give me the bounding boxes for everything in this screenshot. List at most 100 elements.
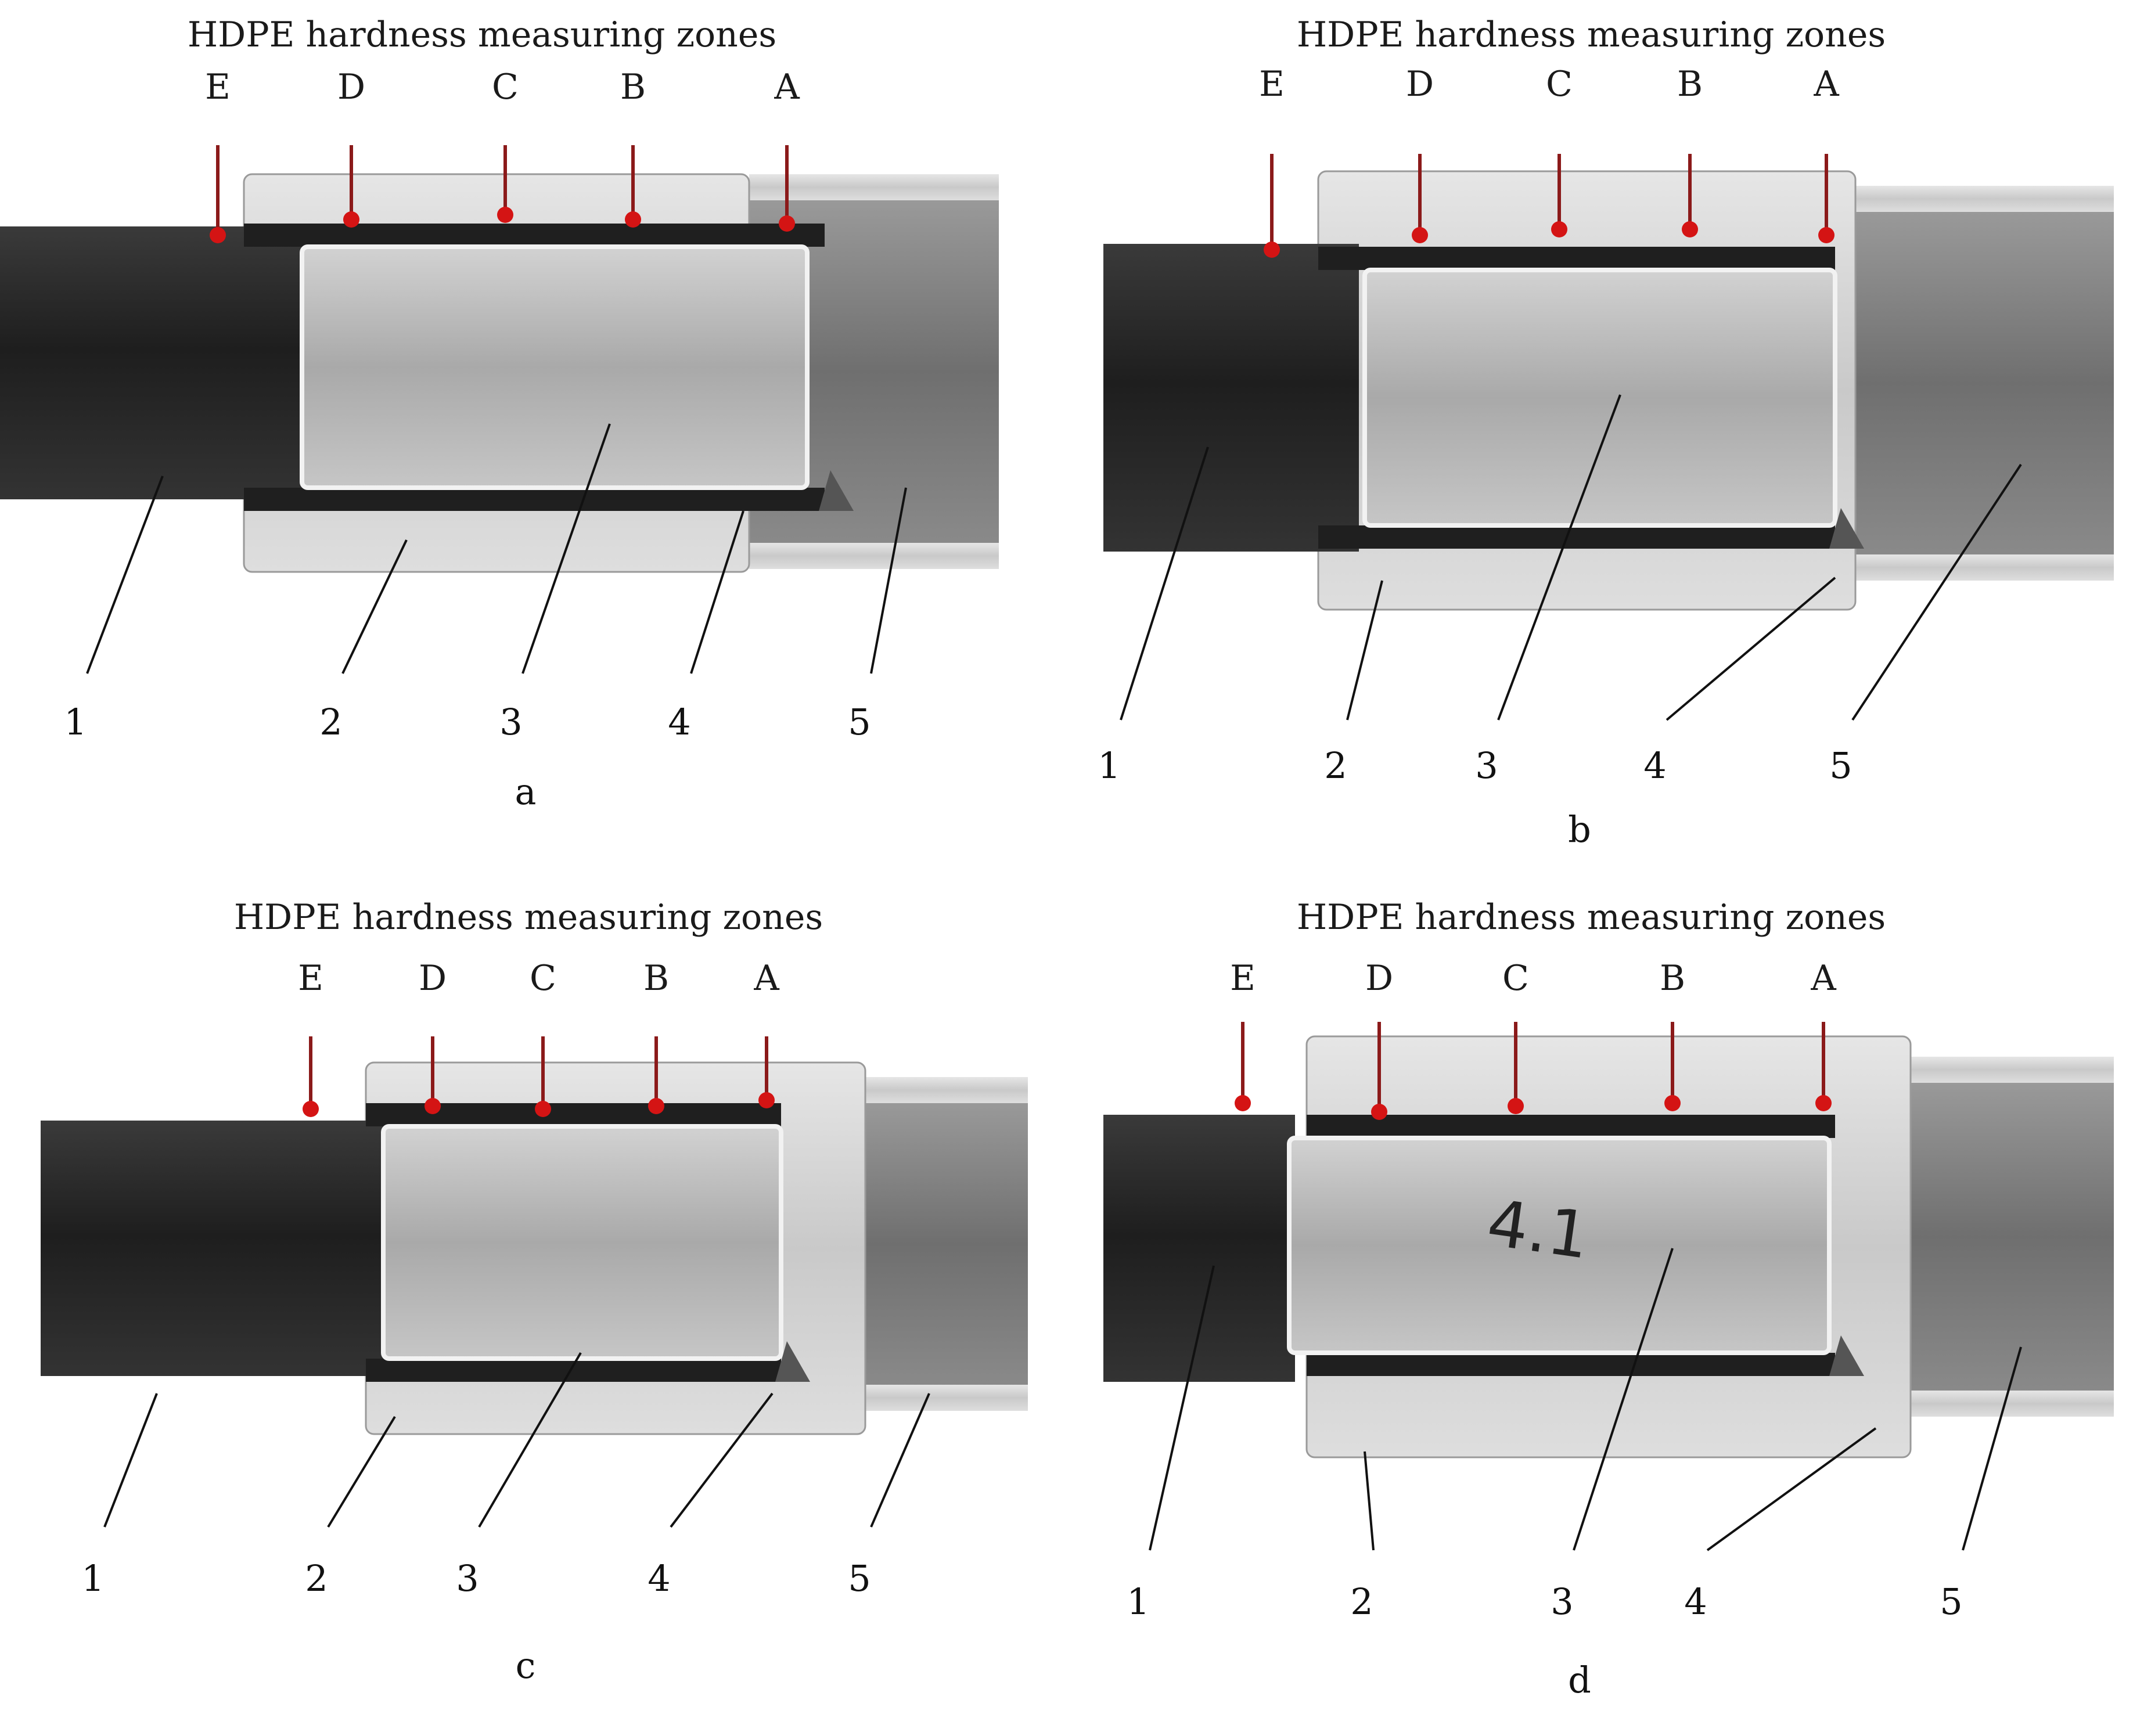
part-number-5: 5 xyxy=(848,1557,871,1600)
leader-line-5 xyxy=(870,1393,930,1528)
part-number-3: 3 xyxy=(1551,1580,1573,1623)
zone-label-C: C xyxy=(530,958,556,999)
leader-line-5 xyxy=(870,487,907,674)
rod-top-strip xyxy=(749,174,999,200)
insert xyxy=(300,244,810,490)
zone-marker-dot-D xyxy=(425,1098,441,1114)
insert xyxy=(1287,1136,1832,1355)
cross-section-image: 4.1 xyxy=(1103,1035,2114,1458)
panel-caption: d xyxy=(1568,1659,1591,1701)
rod-bottom-strip xyxy=(1841,554,2114,581)
zone-label-E: E xyxy=(1230,958,1256,999)
wedge-ring xyxy=(775,1341,810,1382)
leader-line-1 xyxy=(103,1393,158,1528)
rod-top-strip xyxy=(1841,186,2114,212)
panel-title: HDPE hardness measuring zones xyxy=(234,897,823,938)
part-number-1: 1 xyxy=(1098,744,1120,787)
zone-label-A: A xyxy=(1810,958,1836,999)
leader-line-1 xyxy=(1120,446,1209,721)
cross-section-image xyxy=(0,173,999,573)
leader-line-2 xyxy=(341,539,408,674)
zone-marker-dot-A xyxy=(1815,1095,1832,1111)
hdpe-layer-bottom xyxy=(366,1359,781,1382)
zone-label-C: C xyxy=(492,67,519,107)
leader-line-4 xyxy=(1666,577,1836,721)
part-number-3: 3 xyxy=(456,1557,479,1600)
part-number-2: 2 xyxy=(1350,1580,1373,1623)
connector-rod xyxy=(1841,209,2114,557)
zone-marker-dot-B xyxy=(648,1098,664,1114)
hdpe-layer-top xyxy=(1318,247,1835,270)
zone-label-B: B xyxy=(643,958,669,999)
leader-line-4 xyxy=(690,510,744,674)
zone-label-D: D xyxy=(1406,64,1434,105)
wedge-ring xyxy=(819,470,854,511)
zone-label-E: E xyxy=(205,67,231,107)
leader-line-1 xyxy=(1149,1265,1215,1551)
zone-label-A: A xyxy=(774,67,800,107)
part-number-4: 4 xyxy=(648,1557,670,1600)
leader-line-3 xyxy=(1573,1248,1674,1551)
leader-line-2 xyxy=(327,1416,396,1528)
leader-line-3 xyxy=(521,423,611,674)
zone-label-C: C xyxy=(1502,958,1529,999)
panel-caption: c xyxy=(516,1644,536,1687)
zone-marker-dot-D xyxy=(1412,227,1428,243)
zone-marker-dot-B xyxy=(1664,1095,1681,1111)
hdpe-pipe xyxy=(0,226,348,499)
hdpe-layer-bottom xyxy=(1307,1353,1835,1376)
leader-line-1 xyxy=(86,476,164,674)
zone-label-C: C xyxy=(1546,64,1573,105)
part-number-5: 5 xyxy=(1829,744,1852,787)
leader-line-5 xyxy=(1851,463,2022,721)
insert xyxy=(1362,268,1837,528)
zone-marker-dot-B xyxy=(1682,221,1698,237)
leader-line-5 xyxy=(1962,1346,2022,1551)
cross-section-image xyxy=(1103,170,2114,611)
part-number-3: 3 xyxy=(1475,744,1498,787)
hdpe-layer-bottom xyxy=(1318,525,1835,549)
hdpe-layer-top xyxy=(244,224,825,247)
zone-marker-dot-B xyxy=(625,211,641,228)
leader-line-3 xyxy=(478,1352,582,1528)
zone-label-D: D xyxy=(419,958,447,999)
zone-marker-dot-D xyxy=(343,211,359,228)
insert-marking: 4.1 xyxy=(1483,1186,1594,1273)
zone-label-D: D xyxy=(337,67,365,107)
zone-marker-dot-E xyxy=(1235,1095,1251,1111)
zone-marker-dot-C xyxy=(1551,221,1567,237)
leader-line-3 xyxy=(1497,394,1621,721)
zone-marker-dot-A xyxy=(758,1092,775,1108)
hdpe-pipe xyxy=(1103,244,1359,552)
zone-label-B: B xyxy=(1677,64,1703,105)
zone-marker-dot-E xyxy=(1264,242,1280,258)
zone-label-B: B xyxy=(620,67,646,107)
wedge-ring xyxy=(1829,1335,1864,1376)
wedge-ring xyxy=(1829,508,1864,549)
part-number-1: 1 xyxy=(1127,1580,1149,1623)
panel-title: HDPE hardness measuring zones xyxy=(1297,15,1886,55)
cross-section-image xyxy=(41,1061,1028,1435)
panel-caption: b xyxy=(1568,808,1591,851)
hdpe-layer-bottom xyxy=(244,488,825,511)
part-number-1: 1 xyxy=(81,1557,104,1600)
leader-line-4 xyxy=(1706,1427,1877,1551)
part-number-5: 5 xyxy=(1940,1580,1962,1623)
part-number-2: 2 xyxy=(305,1557,328,1600)
zone-label-A: A xyxy=(753,958,779,999)
panel-caption: a xyxy=(515,770,537,813)
insert xyxy=(381,1124,783,1361)
leader-line-2 xyxy=(1346,580,1383,721)
zone-marker-dot-A xyxy=(779,215,795,232)
zone-marker-dot-C xyxy=(1508,1098,1524,1114)
zone-label-E: E xyxy=(1259,64,1285,105)
zone-marker-dot-D xyxy=(1371,1104,1387,1120)
rod-bottom-strip xyxy=(749,543,999,569)
part-number-2: 2 xyxy=(1324,744,1347,787)
zone-label-B: B xyxy=(1660,958,1685,999)
zone-marker-dot-C xyxy=(497,207,513,223)
zone-marker-dot-A xyxy=(1818,227,1835,243)
